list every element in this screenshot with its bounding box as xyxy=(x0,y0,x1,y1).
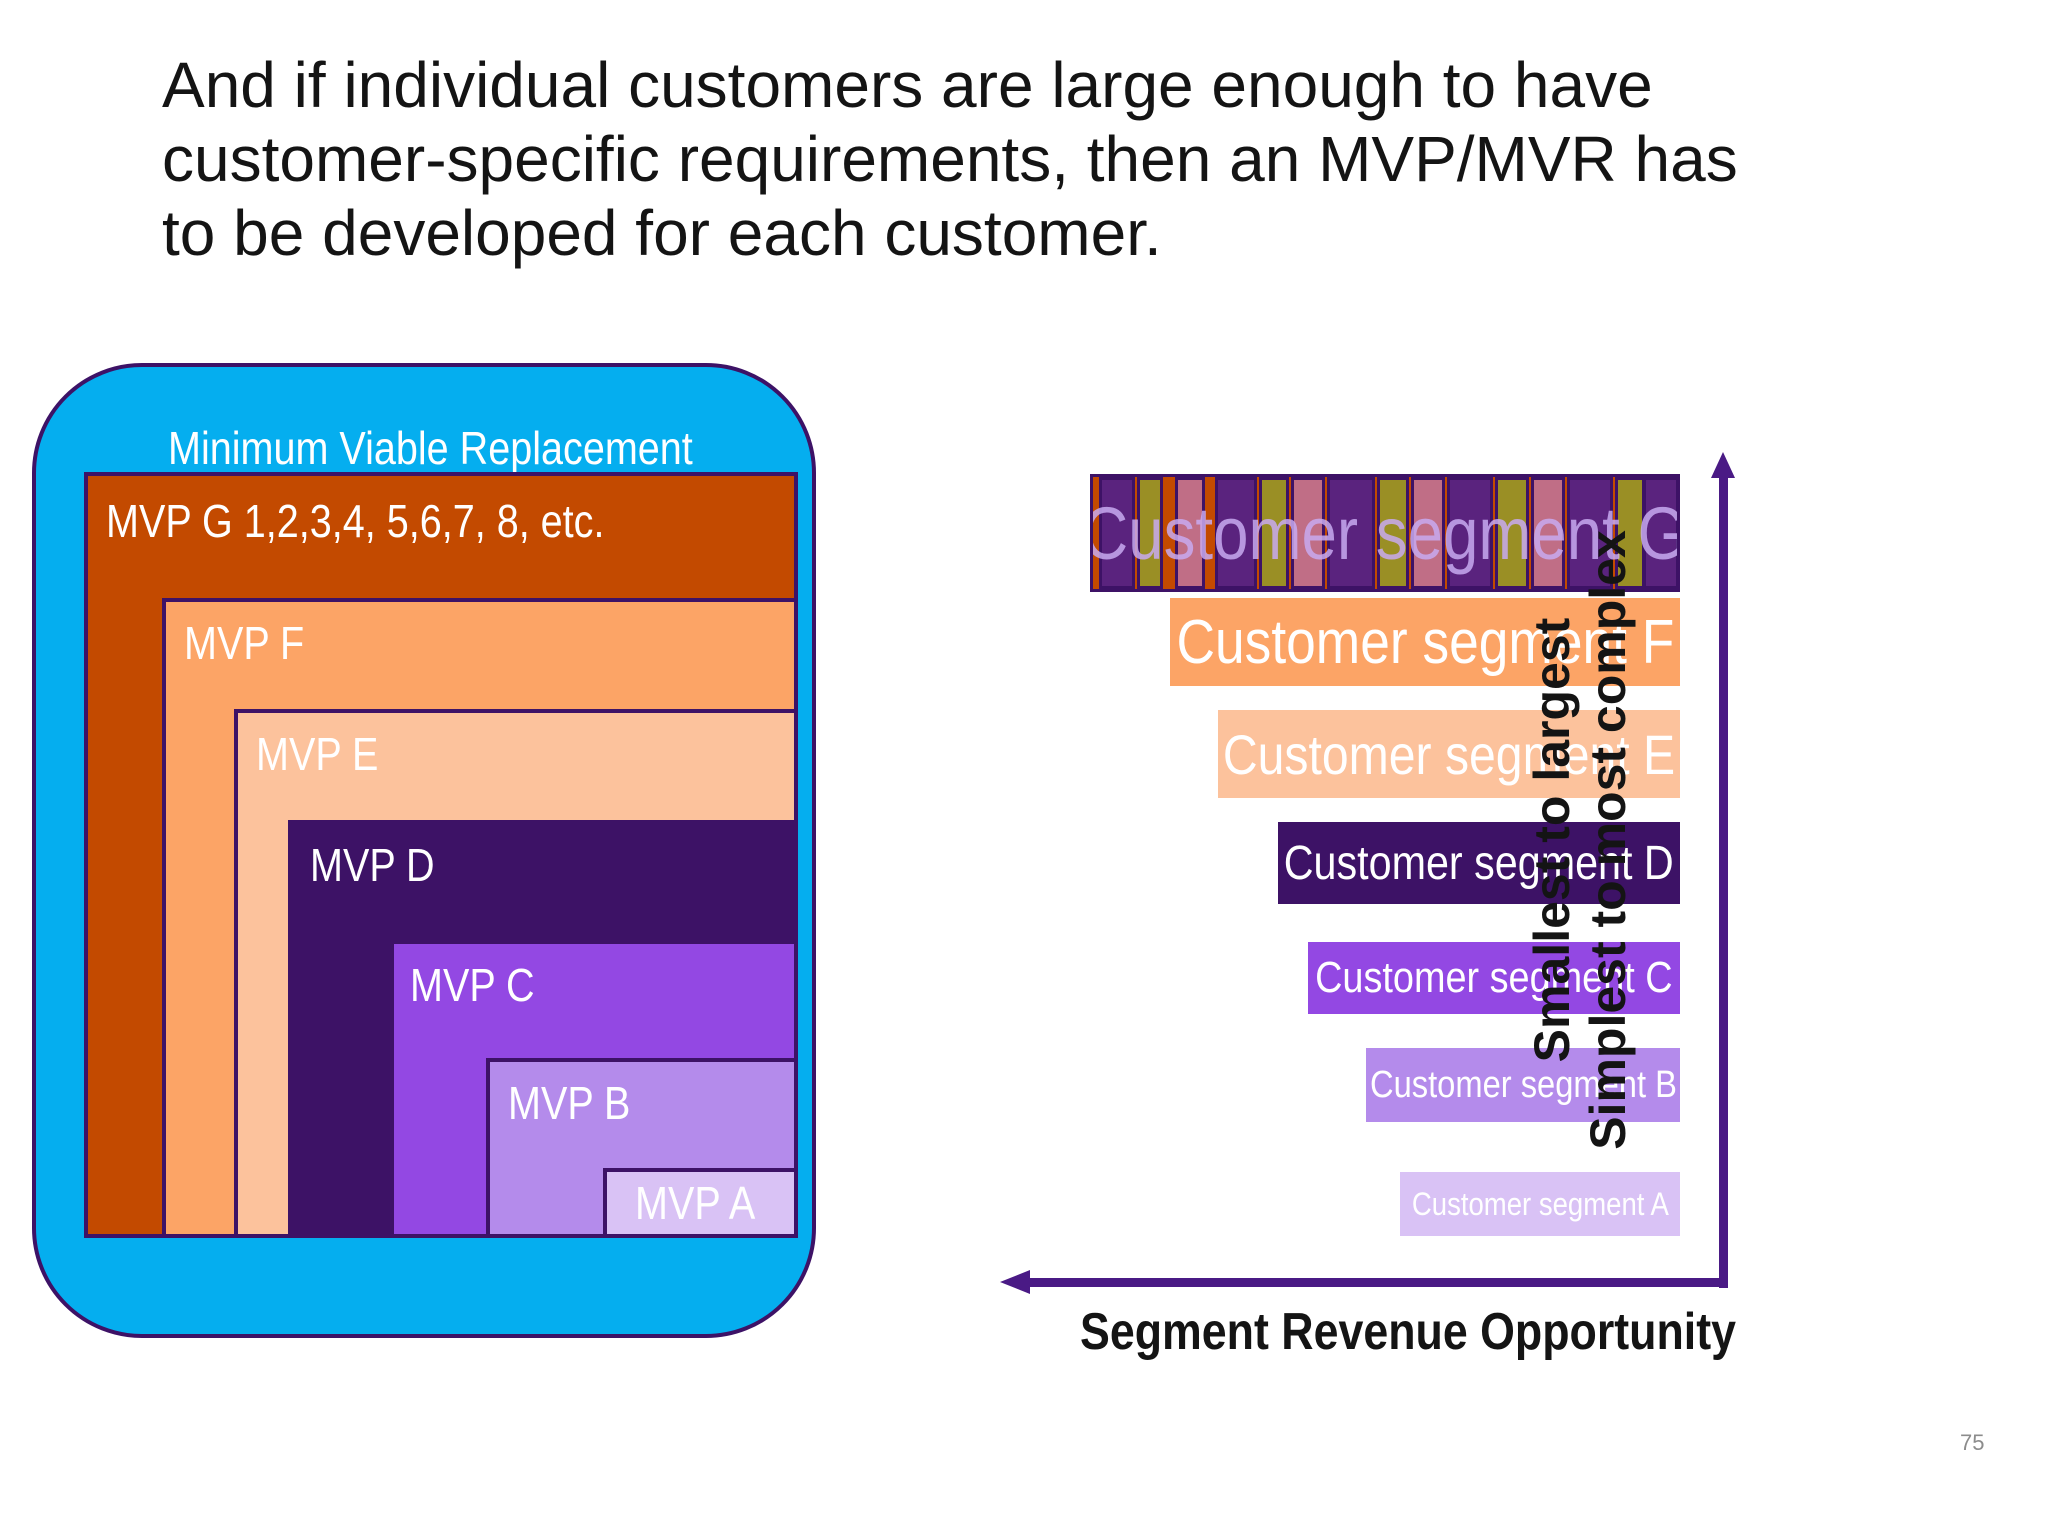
mvp-c-label: MVP C xyxy=(410,959,535,1011)
segment-e-bar: Customer segment E xyxy=(1218,710,1680,798)
slide-title-line-2: customer-specific requirements, then an … xyxy=(162,123,1738,195)
segment-c-bar: Customer segment C xyxy=(1308,942,1680,1014)
segment-g-stripe xyxy=(1531,477,1565,589)
mvp-g-label: MVP G 1,2,3,4, 5,6,7, 8, etc. xyxy=(106,495,605,547)
mvp-d-label: MVP D xyxy=(310,839,435,891)
segment-g-bar: Customer segment G xyxy=(1090,474,1680,592)
y-axis-line xyxy=(1719,470,1728,1288)
segment-g-stripe xyxy=(1377,477,1409,589)
mvr-container: Minimum Viable Replacement MVP G 1,2,3,4… xyxy=(32,363,816,1338)
segment-b-bar: Customer segment B xyxy=(1366,1048,1680,1122)
segment-c-label: Customer segment C xyxy=(1315,953,1673,1002)
y-axis-label-line-1: Smallest to largest xyxy=(1524,617,1580,1063)
mvr-title: Minimum Viable Replacement xyxy=(168,422,693,474)
segment-g-stripe xyxy=(1137,477,1163,589)
segment-f-label: Customer segment F xyxy=(1176,607,1674,677)
segment-g-stripe xyxy=(1259,477,1289,589)
mvp-a-label: MVP A xyxy=(635,1177,756,1229)
segment-g-stripe xyxy=(1411,477,1445,589)
up-arrow-icon xyxy=(1711,452,1735,478)
segment-f-bar: Customer segment F xyxy=(1170,598,1680,686)
slide-title: And if individual customers are large en… xyxy=(162,48,1962,270)
mvp-e-label: MVP E xyxy=(256,728,379,780)
segment-d-label: Customer segment D xyxy=(1283,836,1675,890)
left-arrow-icon xyxy=(1000,1270,1030,1294)
segment-e-label: Customer segment E xyxy=(1222,722,1676,786)
y-axis-label-line-2: Simplest to most complex xyxy=(1580,530,1636,1150)
x-axis-line xyxy=(1028,1278,1728,1287)
y-axis-label: Smallest to largest Simplest to most com… xyxy=(1524,530,1636,1150)
segment-g-stripe xyxy=(1643,477,1677,589)
mvp-f-label: MVP F xyxy=(184,617,305,669)
segment-a-label: Customer segment A xyxy=(1411,1185,1669,1222)
segment-g-stripe xyxy=(1567,477,1613,589)
mvp-b-label: MVP B xyxy=(508,1077,631,1129)
segment-g-stripe xyxy=(1447,477,1493,589)
segment-g-stripe xyxy=(1495,477,1529,589)
x-axis-label: Segment Revenue Opportunity xyxy=(1080,1303,1736,1361)
page-number: 75 xyxy=(1960,1430,1985,1455)
segment-g-stripe xyxy=(1291,477,1325,589)
segment-g-stripe xyxy=(1215,477,1257,589)
segment-b-label: Customer segment B xyxy=(1369,1063,1677,1106)
segment-d-bar: Customer segment D xyxy=(1278,822,1680,904)
segment-a-bar: Customer segment A xyxy=(1400,1172,1680,1236)
segment-g-stripe xyxy=(1099,477,1135,589)
slide-title-line-3: to be developed for each customer. xyxy=(162,197,1162,269)
slide-title-line-1: And if individual customers are large en… xyxy=(162,49,1653,121)
segment-g-stripe xyxy=(1327,477,1375,589)
mvp-a-box: MVP A xyxy=(603,1168,798,1238)
segment-g-label: Customer segment G xyxy=(1090,491,1680,575)
segment-g-stripe xyxy=(1175,477,1205,589)
